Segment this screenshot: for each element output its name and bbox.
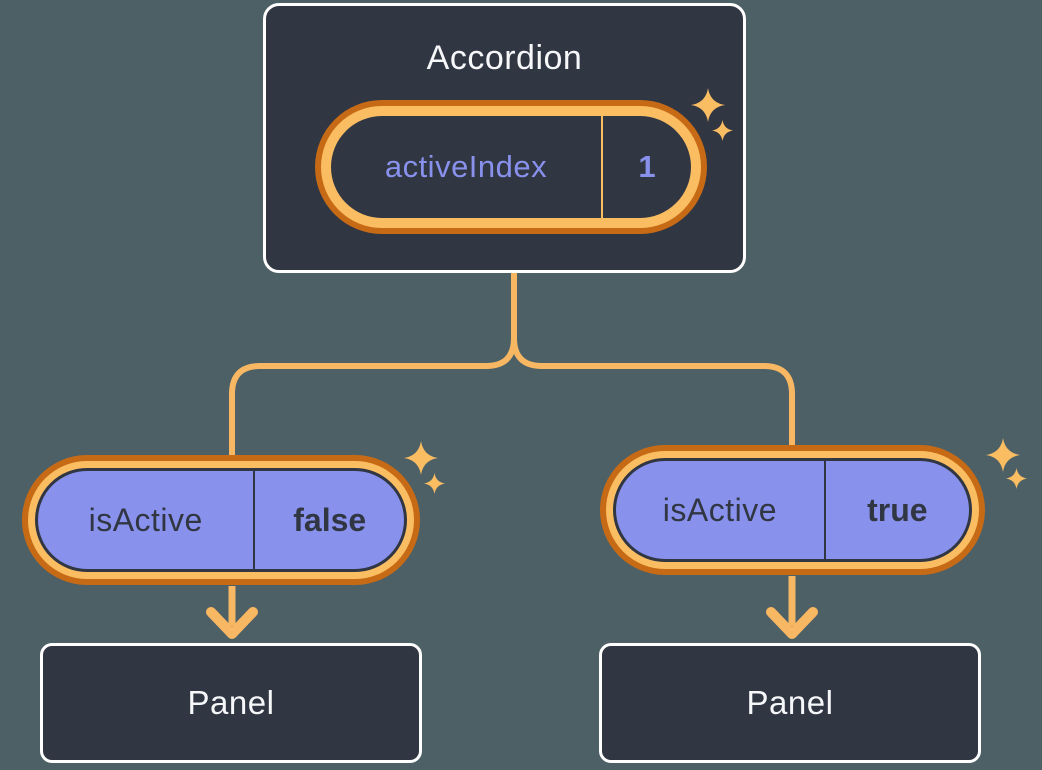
sparkle-icon — [986, 438, 1020, 472]
prop-value: false — [293, 501, 367, 538]
tree-connector-right — [511, 272, 795, 448]
panel-node-right: Panel — [599, 643, 981, 763]
state-value: 1 — [638, 149, 656, 184]
arrow-down-icon — [766, 576, 818, 639]
pill-divider — [823, 461, 826, 559]
state-name: activeIndex — [384, 149, 548, 184]
sparkle-icon — [404, 441, 438, 475]
prop-pill-isactive-false: isActive false — [22, 455, 420, 585]
sparkle-icon — [1006, 468, 1027, 489]
arrow-down-icon — [206, 586, 258, 639]
pill-divider — [601, 116, 603, 218]
accordion-title: Accordion — [426, 39, 583, 77]
sparkle-icon — [712, 120, 733, 141]
prop-pill-isactive-true: isActive true — [600, 445, 985, 575]
panel-node-left: Panel — [40, 643, 422, 763]
sparkle-icon — [424, 473, 445, 494]
sparkle-icon — [691, 88, 725, 122]
prop-value: true — [867, 491, 928, 528]
panel-label: Panel — [746, 684, 834, 721]
panel-label: Panel — [187, 684, 275, 721]
pill-divider — [253, 471, 256, 569]
tree-connector-left — [229, 272, 517, 458]
prop-name: isActive — [662, 491, 777, 528]
prop-name: isActive — [88, 501, 203, 538]
state-pill-activeindex: activeIndex 1 — [315, 100, 707, 234]
